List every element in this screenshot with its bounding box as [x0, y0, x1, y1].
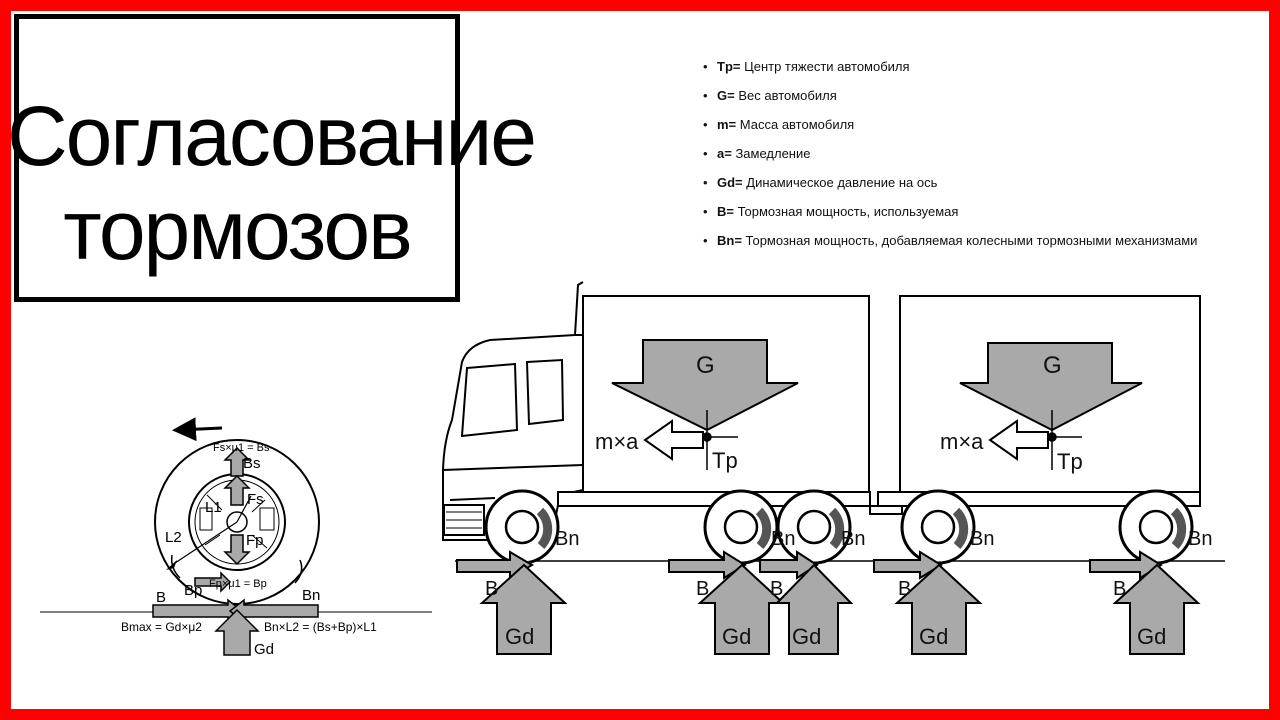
legend-text: Замедление [731, 146, 811, 161]
legend-term: m= [717, 117, 737, 132]
title-box: Согласование тормозов [7, 14, 537, 302]
gd-label: Gd [1137, 624, 1166, 649]
bullet-icon: • [703, 204, 708, 219]
legend-item: • Tp= Центр тяжести автомобиля [703, 58, 1197, 87]
g-label: G [1043, 352, 1062, 379]
bn-label: Bn [555, 528, 579, 550]
truck-cab [442, 281, 584, 541]
legend-item: • m= Масса автомобиля [703, 116, 1197, 145]
gd-label: Gd [722, 624, 751, 649]
ma-label: m×a [595, 429, 639, 454]
legend-term: B= [717, 204, 734, 219]
legend-text: Тормозная мощность, добавляемая колесным… [741, 233, 1198, 248]
legend-text: Динамическое давление на ось [742, 175, 938, 190]
bmax-formula: Bmax = Gd×μ2 [121, 620, 202, 634]
b-label: B [1113, 578, 1126, 600]
b-label: B [696, 578, 709, 600]
cog-markers [700, 410, 1082, 470]
legend-text: Центр тяжести автомобиля [740, 59, 910, 74]
legend-term: Bn= [717, 233, 742, 248]
fp-label: Fp [246, 532, 264, 549]
bs-label: Bs [243, 455, 261, 472]
l1-label: L1 [205, 499, 222, 516]
tp-label: Tp [1057, 449, 1083, 474]
bn-label: Bn [970, 528, 994, 550]
legend-text: Тормозная мощность, используемая [733, 204, 959, 219]
wheel-detail: Fs×μ1 = Bs Bs Fs L1 Fp L2 Fp×μ1 = Bp Bp … [40, 417, 432, 658]
bullet-icon: • [703, 146, 708, 161]
title-line-2: тормозов [63, 183, 412, 277]
gd-label: Gd [919, 624, 948, 649]
bottom-formula: Fp×μ1 = Bp [209, 578, 267, 590]
bullet-icon: • [703, 59, 708, 74]
bn-formula: Bn×L2 = (Bs+Bp)×L1 [264, 620, 377, 634]
bullet-icon: • [703, 233, 708, 248]
legend-text: Масса автомобиля [736, 117, 855, 132]
legend-term: Tp= [717, 59, 741, 74]
bn-label: Bn [771, 528, 795, 550]
bullet-icon: • [703, 175, 708, 190]
legend-text: Вес автомобиля [734, 88, 837, 103]
bn-label: Bn [1188, 528, 1212, 550]
legend-item: • Bn= Тормозная мощность, добавляемая кол… [703, 232, 1197, 261]
axle-load-arrows [479, 563, 1201, 655]
bn-detail-label: Bn [302, 587, 320, 604]
gd-label: Gd [505, 624, 534, 649]
b-label: B [770, 578, 783, 600]
truck-labels: G G m×a m×a Tp Tp Bn Bn Bn Bn Bn B B B B… [485, 352, 1212, 649]
bn-label: Bn [841, 528, 865, 550]
gd-detail-label: Gd [254, 641, 274, 658]
gd-label: Gd [792, 624, 821, 649]
legend-item: • a= Замедление [703, 145, 1197, 174]
bp-label: Bp [184, 582, 202, 599]
b-detail-label: B [156, 589, 166, 606]
bullet-icon: • [703, 117, 708, 132]
legend-item: • Gd= Динамическое давление на ось [703, 174, 1197, 203]
b-label: B [898, 578, 911, 600]
fs-label: Fs [247, 491, 264, 508]
rotation-arrows [536, 507, 1187, 550]
legend-term: a= [717, 146, 732, 161]
legend-term: G= [717, 88, 735, 103]
top-formula: Fs×μ1 = Bs [213, 442, 270, 454]
legend-item: • G= Вес автомобиля [703, 87, 1197, 116]
b-label: B [485, 578, 498, 600]
tp-label: Tp [712, 448, 738, 473]
legend-term: Gd= [717, 175, 743, 190]
ma-label: m×a [940, 429, 984, 454]
legend-item: • B= Тормозная мощность, используемая [703, 203, 1197, 232]
g-label: G [696, 352, 715, 379]
inertia-arrows [643, 419, 1049, 461]
bullet-icon: • [703, 88, 708, 103]
weight-arrows [611, 339, 1143, 432]
l2-label: L2 [165, 529, 182, 546]
legend-list: • Tp= Центр тяжести автомобиля • G= Вес ав… [703, 58, 1197, 261]
